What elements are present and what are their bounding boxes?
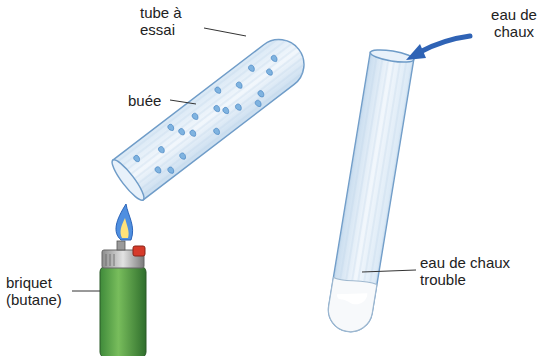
label: briquet (butane): [6, 274, 72, 308]
droplet: [189, 129, 197, 138]
label: tube à essai: [140, 4, 204, 38]
droplet: [214, 86, 222, 95]
droplet: [235, 81, 243, 90]
pour-arrow: [406, 36, 470, 60]
label: eau de chaux trouble: [420, 254, 526, 288]
flame: [116, 204, 133, 240]
droplet: [257, 90, 265, 99]
droplet: [270, 54, 278, 63]
droplet: [213, 104, 221, 113]
droplet: [179, 152, 187, 161]
droplet: [167, 123, 175, 132]
label: buée: [128, 92, 170, 109]
droplet: [154, 166, 162, 175]
droplet: [234, 103, 242, 112]
label: eau de chaux: [474, 6, 554, 40]
droplet: [133, 154, 141, 163]
droplet: [178, 128, 186, 137]
test-tube: [325, 48, 414, 335]
droplet: [157, 146, 165, 155]
test-tube: [108, 30, 314, 204]
droplet: [265, 68, 273, 77]
droplet: [191, 112, 199, 121]
droplet: [213, 127, 221, 136]
droplet: [247, 64, 255, 73]
droplet: [254, 99, 262, 108]
leader-lines: [72, 28, 416, 291]
droplet: [167, 166, 175, 175]
lighter: [100, 241, 146, 356]
droplet: [222, 106, 230, 115]
